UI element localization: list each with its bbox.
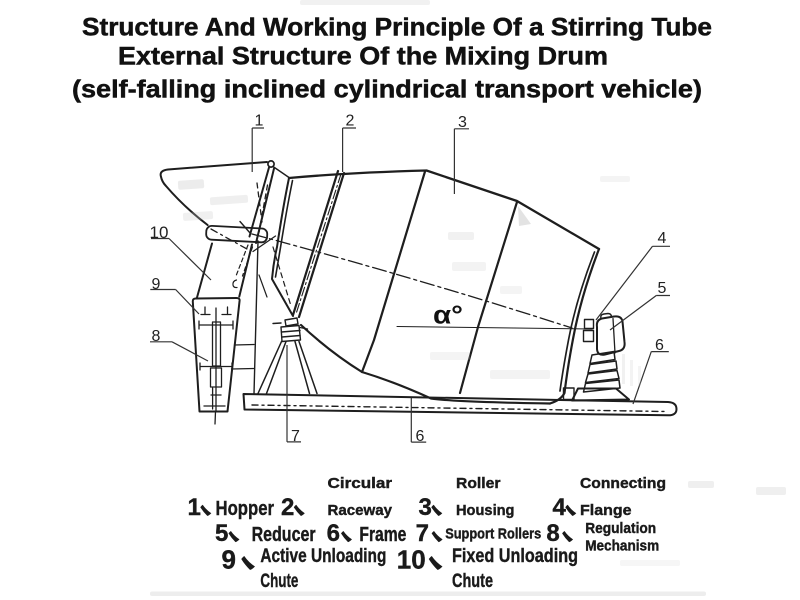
svg-text:2: 2 — [281, 494, 294, 521]
svg-text:External Structure Of the Mixi: External Structure Of the Mixing Drum — [118, 43, 608, 71]
svg-text:Raceway: Raceway — [328, 503, 393, 519]
svg-text:Chute: Chute — [452, 570, 493, 592]
svg-text:Mechanism: Mechanism — [585, 539, 659, 555]
svg-text:Roller: Roller — [456, 476, 501, 492]
svg-text:9: 9 — [222, 545, 236, 575]
svg-text:5: 5 — [215, 520, 228, 547]
svg-text:Regulation: Regulation — [585, 521, 656, 537]
svg-text:6: 6 — [416, 428, 425, 445]
svg-text:Chute: Chute — [260, 570, 298, 592]
svg-text:3: 3 — [419, 494, 432, 521]
svg-text:7: 7 — [291, 428, 300, 445]
svg-text:3: 3 — [458, 114, 467, 131]
svg-text:Fixed Unloading: Fixed Unloading — [452, 545, 578, 567]
svg-text:α°: α° — [433, 300, 463, 330]
svg-text:10: 10 — [150, 223, 169, 242]
svg-text:1: 1 — [188, 494, 201, 521]
svg-text:Reducer: Reducer — [252, 524, 316, 546]
svg-text:(self-falling inclined cylindr: (self-falling inclined cylindrical trans… — [72, 76, 702, 104]
svg-text:9: 9 — [152, 276, 161, 293]
svg-text:Hopper: Hopper — [216, 498, 275, 520]
svg-text:2: 2 — [346, 113, 355, 130]
svg-text:8: 8 — [546, 520, 559, 547]
svg-text:Connecting: Connecting — [580, 476, 666, 492]
svg-text:4: 4 — [553, 494, 567, 521]
svg-text:5: 5 — [658, 280, 667, 297]
svg-text:10: 10 — [397, 545, 426, 575]
svg-text:8: 8 — [152, 328, 161, 345]
svg-text:Frame: Frame — [359, 524, 406, 546]
svg-text:4: 4 — [658, 230, 667, 247]
svg-text:1: 1 — [255, 113, 264, 130]
svg-text:Housing: Housing — [456, 503, 515, 519]
svg-text:Active Unloading: Active Unloading — [260, 545, 386, 567]
svg-text:Structure And Working Principl: Structure And Working Principle Of a Sti… — [82, 14, 712, 42]
svg-text:6: 6 — [327, 520, 340, 547]
svg-text:7: 7 — [416, 520, 429, 547]
svg-text:6: 6 — [655, 337, 664, 354]
svg-text:Support Rollers: Support Rollers — [445, 526, 541, 543]
svg-text:Flange: Flange — [580, 503, 632, 519]
svg-text:Circular: Circular — [328, 476, 393, 492]
